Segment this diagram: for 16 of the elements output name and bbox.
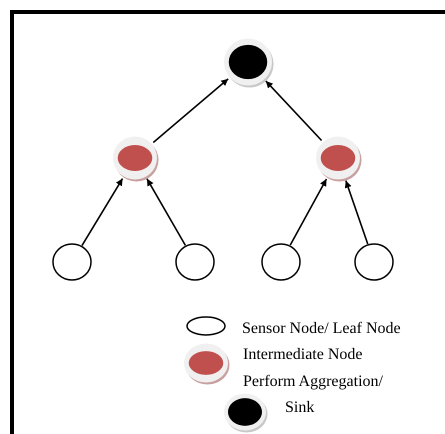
sink-node bbox=[222, 36, 274, 88]
legend-label: Intermediate Node Perform Aggregation/ bbox=[243, 345, 384, 392]
arrow bbox=[152, 78, 229, 144]
arrow bbox=[81, 178, 124, 246]
legend-label: Sink bbox=[285, 398, 316, 418]
sensor-node bbox=[175, 243, 215, 281]
intermediate-node bbox=[314, 134, 362, 182]
intermediate-node bbox=[111, 134, 159, 182]
sensor-node bbox=[52, 243, 92, 281]
legend-label: Sensor Node/ Leaf Node bbox=[242, 319, 402, 339]
sensor-node bbox=[261, 243, 301, 281]
arrow bbox=[265, 80, 322, 142]
sensor-node bbox=[354, 243, 394, 281]
arrow bbox=[344, 180, 368, 244]
arrow bbox=[146, 178, 186, 246]
arrow bbox=[290, 178, 328, 246]
